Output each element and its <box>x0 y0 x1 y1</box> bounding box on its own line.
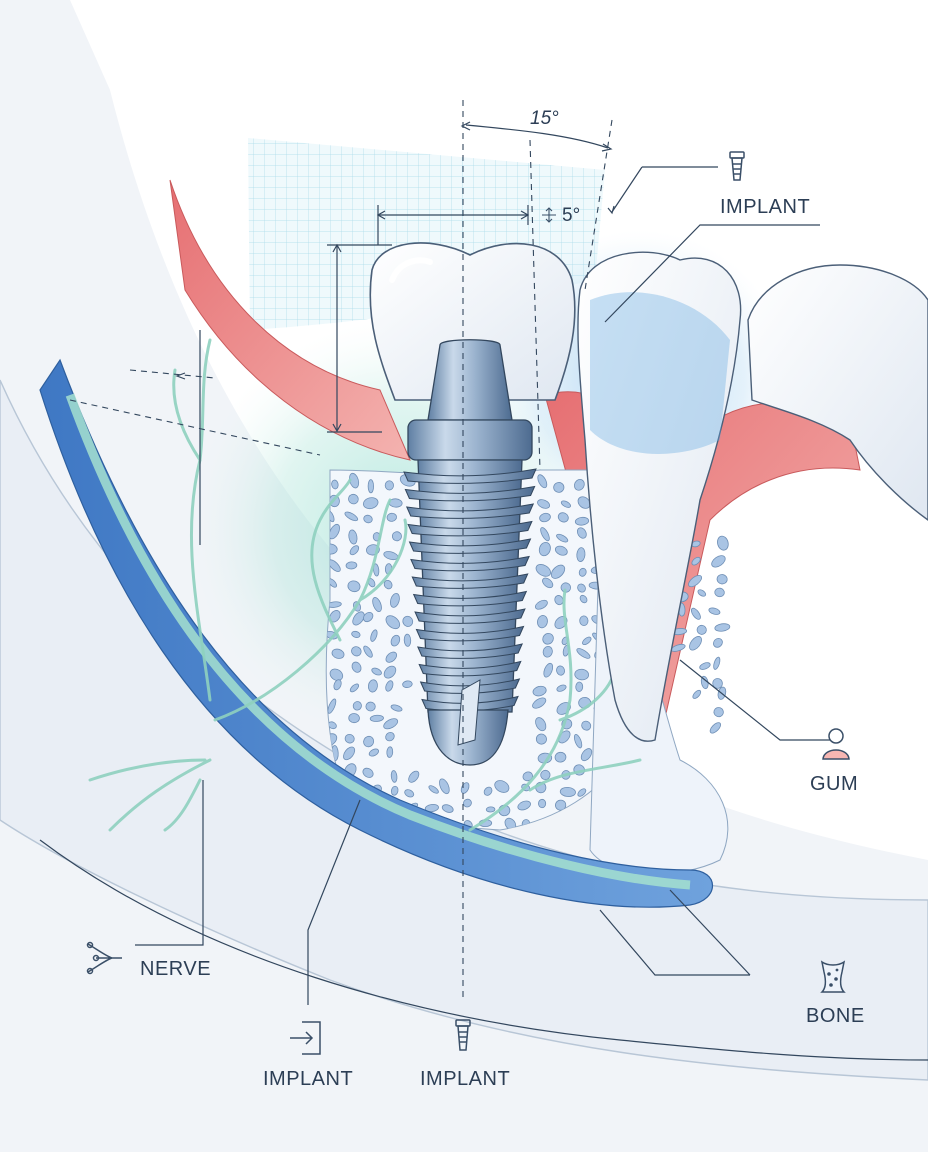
leader-implant-top <box>611 166 718 213</box>
implant-abutment <box>427 339 513 421</box>
angle-arc-15 <box>465 124 609 149</box>
angle-label-15: 15° <box>530 108 559 129</box>
leader-implant-top-2 <box>604 224 820 323</box>
enter-icon <box>290 1021 321 1055</box>
crown <box>369 242 576 401</box>
implant-collar <box>407 419 533 461</box>
angle-label-5: 5° <box>562 205 580 226</box>
small-angle-marker <box>542 207 556 223</box>
label-implant-top: IMPLANT <box>720 196 810 218</box>
label-implant-bottom-left: IMPLANT <box>263 1068 353 1090</box>
nerve-icon <box>86 941 122 975</box>
nerve-branches <box>88 338 642 832</box>
leader-bone <box>599 889 751 976</box>
implant-icon <box>455 1019 471 1051</box>
jaw-lower-contour <box>39 839 928 1061</box>
implant-icon <box>729 151 745 181</box>
leader-gum <box>679 659 830 741</box>
label-nerve: NERVE <box>140 958 211 980</box>
tooth-right-enamel-glow <box>590 292 730 454</box>
reference-line <box>69 399 321 456</box>
axis-line-outer <box>584 119 613 291</box>
nerve-canal-highlight <box>65 393 691 890</box>
label-gum: GUM <box>810 773 858 795</box>
bone-icon <box>820 960 846 993</box>
leader-nerve <box>135 780 204 946</box>
leader-implant-left <box>307 799 361 1005</box>
label-bone: BONE <box>806 1005 865 1027</box>
tooth-far-right <box>747 264 928 521</box>
person-icon <box>822 728 850 760</box>
implant-threads <box>403 459 537 713</box>
gum-left <box>169 179 411 461</box>
tooth-right <box>577 251 742 742</box>
axis-line-tilt <box>529 139 541 471</box>
label-implant-bottom-center: IMPLANT <box>420 1068 510 1090</box>
